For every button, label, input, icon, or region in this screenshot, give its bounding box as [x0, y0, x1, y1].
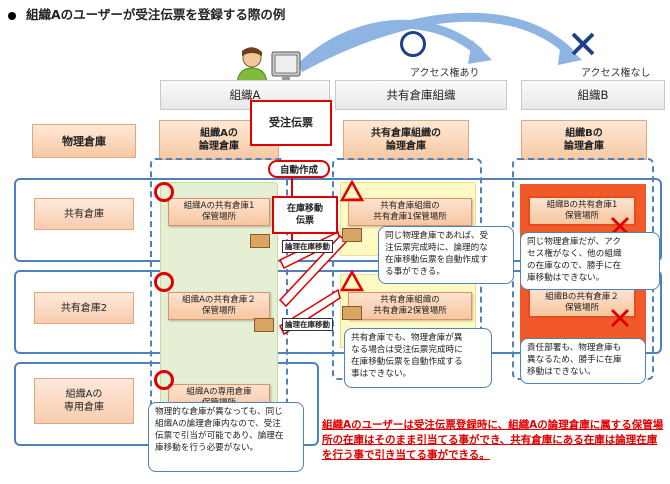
ok-circle-icon: [154, 182, 174, 202]
auto-create-label: 自動作成: [279, 165, 318, 176]
transfer-tag-1: 論理在庫移動: [282, 240, 333, 253]
footnote: 組織Aのユーザーは受注伝票登録時に、組織Aの論理倉庫に属する保管場所の在庫はその…: [322, 418, 666, 463]
access-ok-label: アクセス権あり: [410, 68, 480, 79]
callout-org-b-shared2-text: 責任部署も、物理倉庫も 異なるため、勝手に在庫 移動はできない。: [527, 343, 622, 377]
row-header-physical: 物理倉庫: [32, 124, 136, 158]
bullet-icon: [8, 11, 16, 20]
transfer-slip-label: 在庫移動 伝票: [286, 204, 323, 226]
transfer-tag-2-label: 論理在庫移動: [285, 320, 330, 329]
callout-dedicated: 物理的な倉庫が異なっても、同じ 組織Aの論理倉庫内なので、受注 伝票で引当が可能…: [148, 402, 304, 472]
ok-circle-icon: [154, 370, 174, 390]
row-label-shared2-text: 共有倉庫2: [60, 302, 108, 314]
column-org-a-label: 組織A: [229, 88, 261, 102]
row-label-shared1: 共有倉庫: [34, 198, 134, 230]
page-title: 組織Aのユーザーが受注伝票を登録する際の例: [8, 4, 285, 23]
stock-box-icon: [254, 318, 274, 332]
callout-different-warehouse-text: 共有倉庫でも、物理倉庫が異 なる場合は受注伝票完成時に 在庫移動伝票を自動作成す…: [351, 333, 463, 379]
callout-different-warehouse: 共有倉庫でも、物理倉庫が異 なる場合は受注伝票完成時に 在庫移動伝票を自動作成す…: [344, 328, 492, 388]
transfer-slip: 在庫移動 伝票: [272, 196, 338, 234]
callout-dedicated-text: 物理的な倉庫が異なっても、同じ 組織Aの論理倉庫内なので、受注 伝票で引当が可能…: [155, 407, 284, 453]
logical-header-org-b-label: 組織Bの 論理倉庫: [564, 128, 604, 152]
logical-header-shared-label: 共有倉庫組織の 論理倉庫: [371, 128, 441, 152]
logical-header-org-a-label: 組織Aの 論理倉庫: [199, 128, 239, 152]
column-org-b-label: 組織B: [577, 88, 609, 102]
location-s-shared2: 共有倉庫組織の 共有倉庫2保管場所: [348, 292, 472, 320]
order-slip-label: 受注伝票: [269, 116, 313, 129]
location-s-shared1-label: 共有倉庫組織の 共有倉庫1保管場所: [373, 201, 447, 222]
auto-create-badge: 自動作成: [268, 160, 330, 178]
column-org-b: 組織B: [521, 80, 665, 110]
location-s-shared2-label: 共有倉庫組織の 共有倉庫2保管場所: [373, 295, 447, 316]
access-arrow-ok: [296, 19, 484, 72]
row-label-dedicated-text: 組織Aの 専用倉庫: [64, 389, 104, 413]
ng-cross-icon: [610, 308, 630, 328]
stock-box-icon: [342, 306, 362, 320]
row-label-dedicated: 組織Aの 専用倉庫: [34, 378, 134, 424]
row-label-shared1-text: 共有倉庫: [64, 208, 104, 220]
location-a-shared2: 組織Aの共有倉庫２ 保管場所: [168, 292, 270, 320]
arrow-head-icon: [468, 40, 492, 64]
location-b-shared1-label: 組織Bの共有倉庫1 保管場所: [546, 200, 618, 221]
callout-org-b-shared1-text: 同じ物理倉庫だが、アク セス権がなく、他の組織 の在庫なので、勝手に在 庫移動は…: [527, 237, 622, 283]
logical-header-shared: 共有倉庫組織の 論理倉庫: [343, 120, 469, 160]
callout-same-warehouse: 同じ物理倉庫であれば、受 注伝票完成時に、論理的な 在庫移動伝票を自動作成す る…: [378, 226, 514, 284]
callout-org-b-shared2: 責任部署も、物理倉庫も 異なるため、勝手に在庫 移動はできない。: [520, 338, 646, 384]
callout-same-warehouse-text: 同じ物理倉庫であれば、受 注伝票完成時に、論理的な 在庫移動伝票を自動作成す る…: [385, 231, 489, 277]
callout-org-b-shared1: 同じ物理倉庫だが、アク セス権がなく、他の組織 の在庫なので、勝手に在 庫移動は…: [520, 232, 660, 290]
ok-circle-icon: [154, 272, 174, 292]
transfer-tag-2: 論理在庫移動: [282, 318, 333, 331]
row-label-shared2: 共有倉庫2: [34, 292, 134, 324]
access-ng-label: アクセス権なし: [581, 68, 651, 79]
access-ng-icon: [571, 32, 595, 56]
location-a-shared2-label: 組織Aの共有倉庫２ 保管場所: [182, 295, 256, 316]
location-a-shared1-label: 組織Aの共有倉庫1 保管場所: [183, 201, 255, 222]
transfer-tag-1-label: 論理在庫移動: [285, 242, 330, 251]
column-shared-org-label: 共有倉庫組織: [386, 88, 456, 102]
page-title-text: 組織Aのユーザーが受注伝票を登録する際の例: [26, 7, 286, 22]
row-header-label: 物理倉庫: [62, 134, 106, 148]
order-slip: 受注伝票: [250, 100, 332, 146]
footnote-text: 組織Aのユーザーは受注伝票登録時に、組織Aの論理倉庫に属する保管場所の在庫はその…: [322, 419, 664, 461]
column-shared-org: 共有倉庫組織: [335, 80, 507, 110]
location-s-shared1: 共有倉庫組織の 共有倉庫1保管場所: [348, 198, 472, 226]
stock-box-icon: [342, 228, 362, 242]
warning-triangle-icon: [340, 270, 364, 292]
access-arrows: [296, 12, 582, 72]
stock-box-icon: [250, 234, 270, 248]
location-b-shared2-label: 組織Bの共有倉庫２ 保管場所: [545, 292, 619, 313]
location-a-shared1: 組織Aの共有倉庫1 保管場所: [168, 198, 270, 226]
arrow-head-icon: [558, 41, 582, 65]
location-b-shared1: 組織Bの共有倉庫1 保管場所: [528, 196, 636, 226]
warning-triangle-icon: [340, 180, 364, 202]
access-arrow-ng: [297, 12, 574, 72]
access-ok-icon: [400, 31, 426, 57]
logical-header-org-b: 組織Bの 論理倉庫: [521, 120, 647, 160]
ng-cross-icon: [610, 216, 630, 236]
